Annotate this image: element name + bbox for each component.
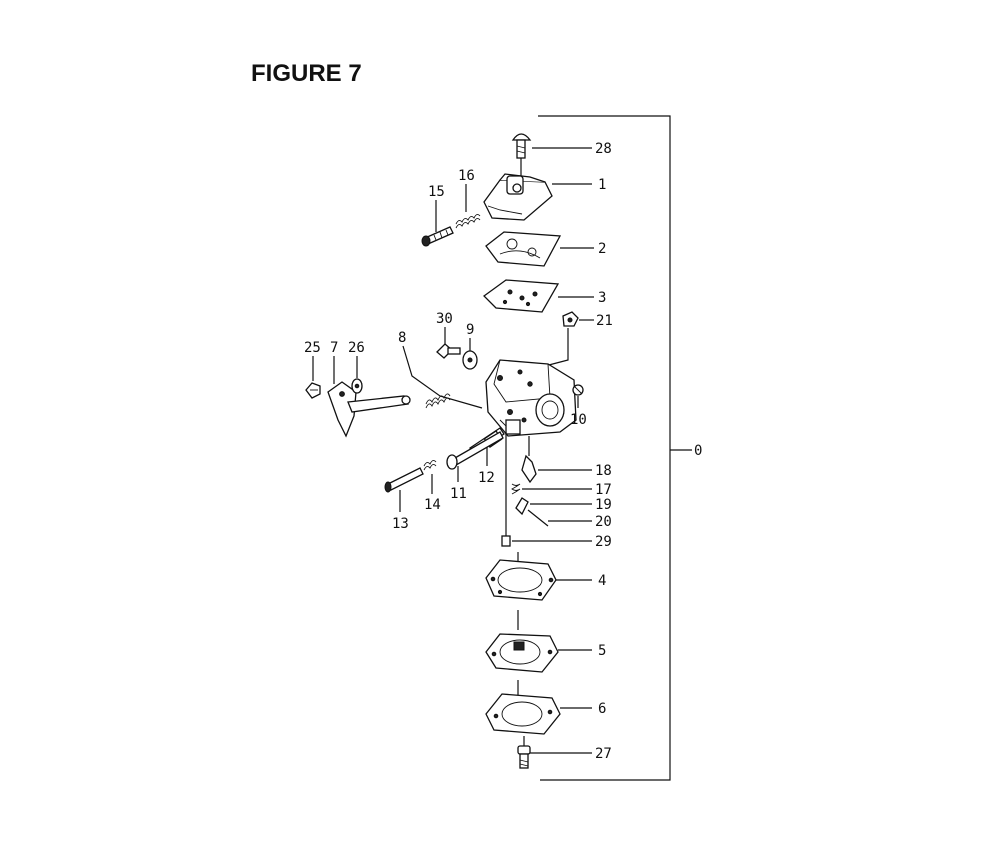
part-17-spring <box>511 483 592 495</box>
part-7-throttle-lever <box>327 356 411 438</box>
callout-11: 11 <box>450 486 467 502</box>
callout-18: 18 <box>595 463 612 479</box>
part-28-screw <box>511 133 592 178</box>
part-5-diaphragm <box>485 610 592 673</box>
part-2-diaphragm <box>485 231 594 267</box>
callout-3: 3 <box>598 290 606 306</box>
callout-30: 30 <box>436 311 453 327</box>
callout-26: 26 <box>348 340 365 356</box>
callout-4: 4 <box>598 573 606 589</box>
part-8-spring <box>402 345 483 409</box>
callout-17: 17 <box>595 482 612 498</box>
callout-27: 27 <box>595 746 612 762</box>
callout-16: 16 <box>458 168 475 184</box>
callout-2: 2 <box>598 241 606 257</box>
part-14-spring <box>423 459 437 494</box>
part-11-screw <box>446 431 504 482</box>
callout-5: 5 <box>598 643 606 659</box>
callout-12: 12 <box>478 470 495 486</box>
callout-29: 29 <box>595 534 612 550</box>
part-10-clip <box>572 384 584 408</box>
callout-labels: 28 1 15 16 2 3 21 30 9 25 7 26 8 10 18 1… <box>304 141 702 762</box>
part-13-screw <box>384 467 424 512</box>
callout-7: 7 <box>330 340 338 356</box>
assembly-bracket <box>538 115 692 781</box>
part-21-cap <box>544 311 594 367</box>
callout-1: 1 <box>598 177 606 193</box>
part-27-screw <box>517 736 592 769</box>
figure-title: FIGURE 7 <box>251 60 362 87</box>
callout-20: 20 <box>595 514 612 530</box>
callout-28: 28 <box>595 141 612 157</box>
callout-13: 13 <box>392 516 409 532</box>
part-29-screw <box>501 432 592 547</box>
part-4-gasket <box>485 552 592 601</box>
part-26-washer <box>351 356 363 394</box>
callout-8: 8 <box>398 330 406 346</box>
part-18-needle <box>521 436 592 484</box>
carburetor-body <box>485 359 577 437</box>
part-16-spring <box>455 184 481 229</box>
part-3-gasket <box>483 279 594 313</box>
callout-assembly-0: 0 <box>694 443 702 459</box>
callout-10: 10 <box>570 412 587 428</box>
part-6-cover <box>485 680 592 735</box>
callout-19: 19 <box>595 497 612 513</box>
callout-25: 25 <box>304 340 321 356</box>
part-25-nut <box>305 356 321 399</box>
part-1-pump-cover <box>483 173 592 221</box>
callout-15: 15 <box>428 184 445 200</box>
callout-9: 9 <box>466 322 474 338</box>
callout-6: 6 <box>598 701 606 717</box>
part-15-idle-screw <box>421 200 454 247</box>
part-30-screw <box>436 327 461 359</box>
callout-14: 14 <box>424 497 441 513</box>
part-20-pin <box>527 509 592 527</box>
callout-21: 21 <box>596 313 613 329</box>
part-19-lever <box>515 497 592 516</box>
part-9-washer <box>462 338 478 370</box>
